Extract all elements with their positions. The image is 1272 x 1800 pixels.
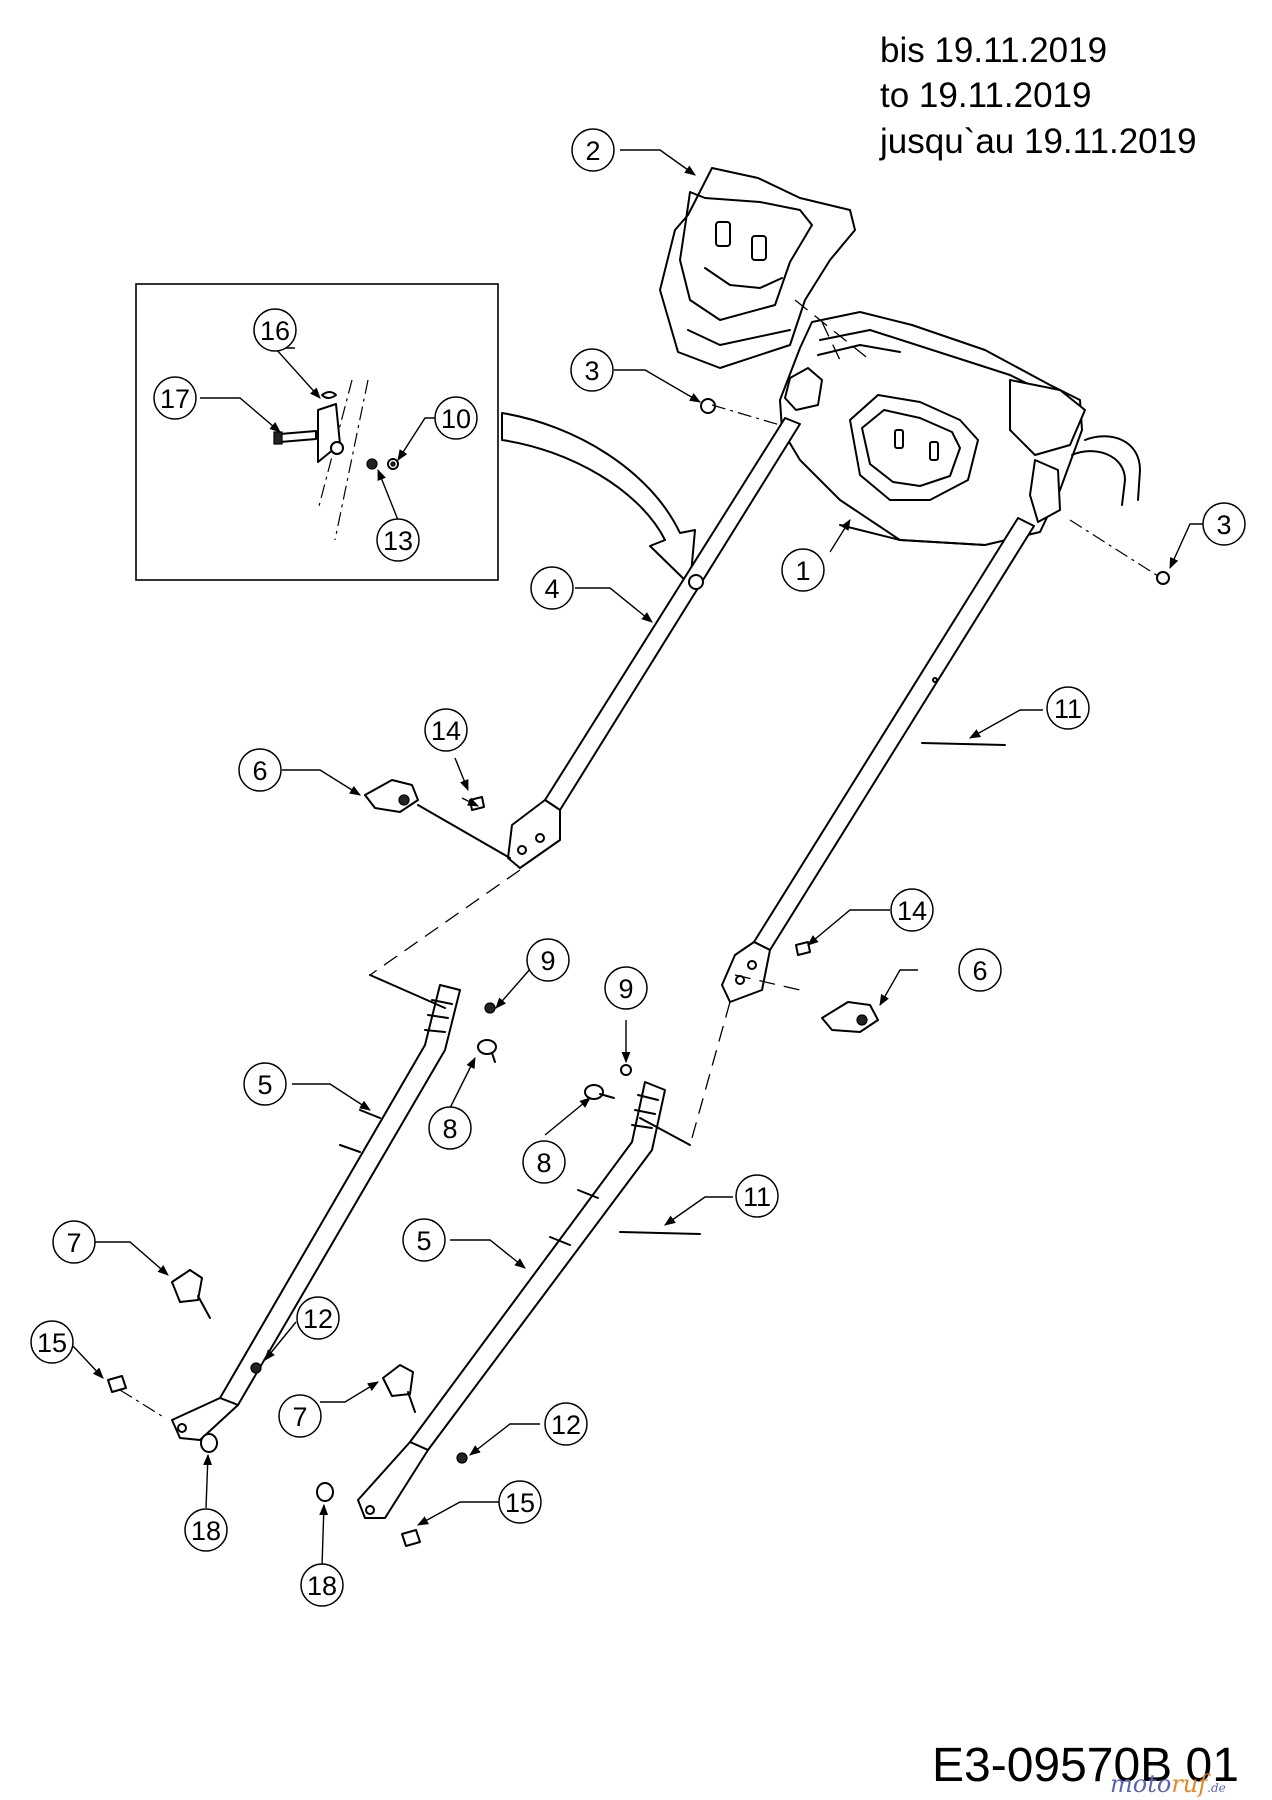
callout-10: 10 [434,396,478,440]
upper-handle-tubes [507,417,1035,1003]
callout-6-lower: 6 [958,948,1002,992]
callout-15-left: 15 [30,1320,74,1364]
svg-text:13: 13 [383,526,413,556]
knob-upper-left [364,779,419,813]
svg-text:4: 4 [544,574,559,604]
svg-text:15: 15 [37,1328,67,1358]
assembly-lines [119,299,1159,1419]
callout-3-right: 3 [1202,502,1246,546]
callout-5-left: 5 [243,1062,287,1106]
svg-text:17: 17 [160,384,190,414]
date-note-english: to 19.11.2019 [880,76,1092,115]
callout-16: 16 [253,308,297,352]
svg-text:5: 5 [257,1070,272,1100]
callout-9-left: 9 [526,938,570,982]
callout-15-right: 15 [498,1480,542,1524]
svg-text:8: 8 [536,1148,551,1178]
callout-7-right: 7 [278,1394,322,1438]
lower-handle-tubes [171,984,666,1519]
svg-text:12: 12 [303,1304,333,1334]
svg-text:11: 11 [743,1182,771,1212]
spring-clip-shape [321,391,337,399]
control-panel [779,311,1141,546]
svg-text:6: 6 [252,756,267,786]
callout-14-lower: 14 [890,888,934,932]
svg-text:14: 14 [897,896,927,926]
callout-2: 2 [571,128,615,172]
svg-text:6: 6 [972,956,987,986]
fasteners [107,398,1170,1547]
svg-text:11: 11 [1054,694,1082,724]
svg-text:3: 3 [1216,510,1231,540]
callout-4: 4 [530,566,574,610]
detail-pointer-arrow [501,412,696,586]
callout-3-left: 3 [570,348,614,392]
svg-text:3: 3 [584,356,599,386]
callout-17: 17 [153,376,197,420]
svg-text:15: 15 [505,1488,535,1518]
svg-text:16: 16 [260,316,290,346]
watermark-part-2: ruf [1171,1770,1208,1798]
svg-text:1: 1 [795,556,810,586]
leader-lines [71,149,1205,1567]
callout-18-right: 18 [300,1563,344,1607]
callout-8-right: 8 [522,1140,566,1184]
callout-8-left: 8 [428,1106,472,1150]
callout-11-lower: 11 [735,1174,779,1218]
callout-13: 13 [376,518,420,562]
svg-text:12: 12 [551,1410,581,1440]
callout-11-upper: 11 [1046,686,1090,730]
watermark-part-1: moto [1110,1770,1172,1798]
date-note-french: jusqu`au 19.11.2019 [880,122,1197,161]
svg-text:7: 7 [66,1228,81,1258]
date-note-german: bis 19.11.2019 [880,31,1108,70]
svg-text:10: 10 [441,404,471,434]
callout-7-left: 7 [52,1220,96,1264]
svg-text:18: 18 [307,1571,337,1601]
callout-1: 1 [781,548,825,592]
console-cover [659,167,856,369]
callout-5-right: 5 [402,1218,446,1262]
watermark-part-3: .de [1207,1781,1226,1795]
knob-lower-right [821,1001,879,1033]
svg-text:8: 8 [442,1114,457,1144]
watermark-logo: motoruf.de [1110,1770,1226,1798]
drawing-number: E3-09570B 01 [932,1739,1239,1792]
svg-text:18: 18 [191,1516,221,1546]
callout-12-right: 12 [544,1402,588,1446]
callout-18-left: 18 [184,1508,228,1552]
svg-text:9: 9 [618,974,633,1004]
svg-text:9: 9 [540,946,555,976]
callout-12-left: 12 [296,1296,340,1340]
callout-6-upper: 6 [238,748,282,792]
svg-text:5: 5 [416,1226,431,1256]
svg-text:7: 7 [292,1402,307,1432]
svg-text:14: 14 [431,716,461,746]
callout-14-upper: 14 [424,708,468,752]
callout-9-right: 9 [604,966,648,1010]
svg-text:2: 2 [585,136,600,166]
